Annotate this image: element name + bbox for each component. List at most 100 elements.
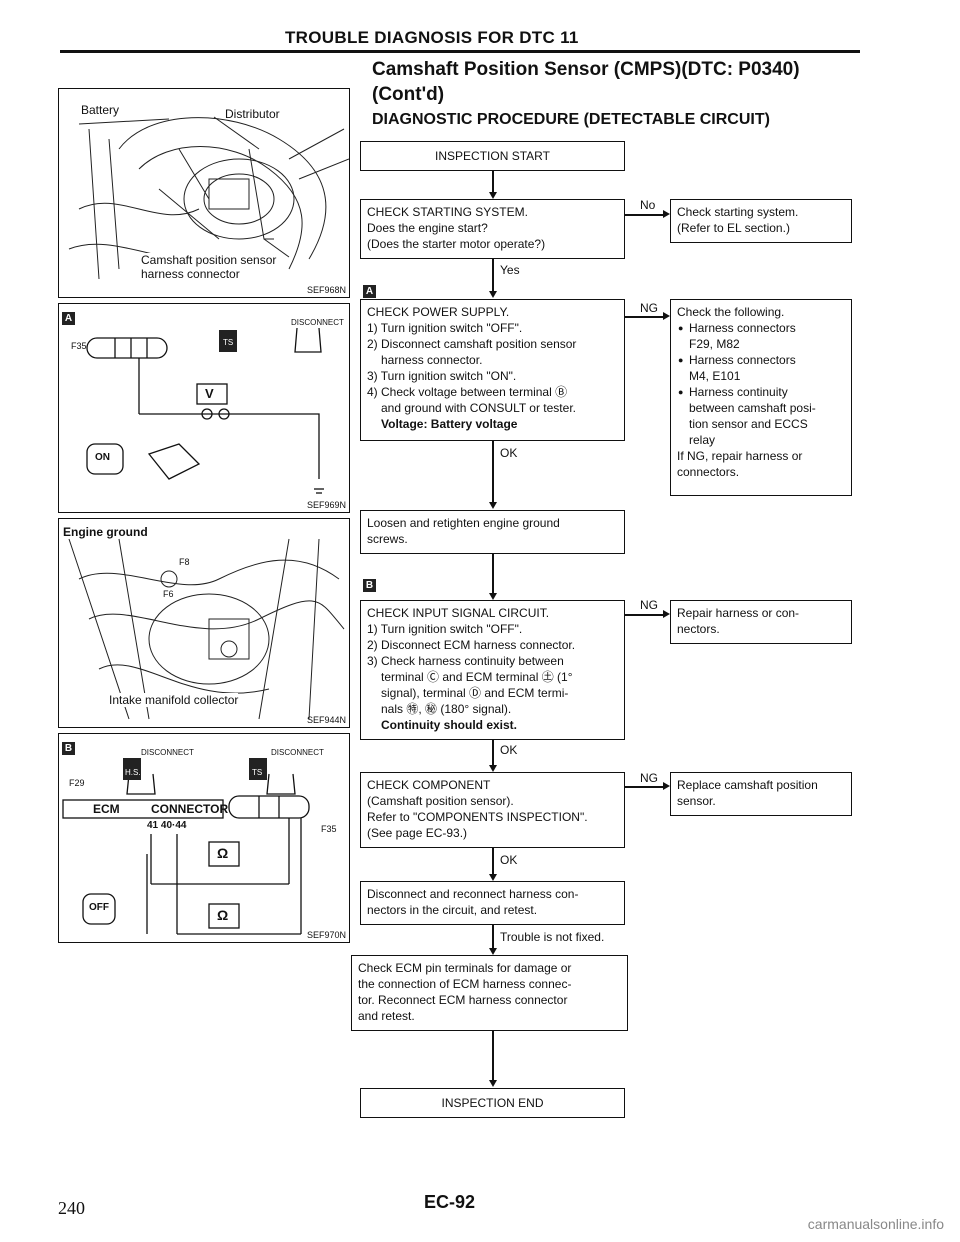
figure-code: SEF969N: [306, 500, 346, 510]
ng1-item-text: Harness connectors: [689, 353, 796, 367]
ng2-line: Repair harness or con-: [677, 606, 800, 620]
step4-title: CHECK INPUT SIGNAL CIRCUIT.: [367, 606, 550, 620]
ok-label: OK: [500, 853, 518, 867]
badge-b: B: [62, 742, 75, 755]
section-title: Camshaft Position Sensor (CMPS)(DTC: P03…: [372, 57, 800, 107]
flow-line: [492, 554, 494, 594]
ng-box-replace-sensor: Replace camshaft position sensor.: [670, 772, 852, 816]
step-check-input-signal: CHECK INPUT SIGNAL CIRCUIT. 1) Turn igni…: [360, 600, 625, 740]
step2-title: CHECK POWER SUPPLY.: [367, 305, 510, 319]
ignition-off-label: OFF: [89, 902, 109, 913]
flow-line: [625, 786, 663, 788]
step2-spec: Voltage: Battery voltage: [381, 417, 518, 431]
step-reconnect-retest: Disconnect and reconnect harness con- ne…: [360, 881, 625, 925]
f35-label: F35: [321, 824, 337, 834]
ignition-on-label: ON: [95, 452, 110, 463]
step5-line: (Camshaft position sensor).: [367, 794, 514, 808]
step5-line: Refer to "COMPONENTS INSPECTION".: [367, 810, 588, 824]
step7-line: the connection of ECM harness connec-: [358, 977, 572, 991]
flow-arrow: [663, 782, 670, 790]
step6-line: Disconnect and reconnect harness con-: [367, 887, 579, 901]
f6-label: F6: [163, 589, 174, 599]
engine-drawing-icon: [68, 116, 349, 280]
f29-label: F29: [69, 778, 85, 788]
no-box-line: (Refer to EL section.): [677, 221, 790, 235]
flow-arrow: [489, 1080, 497, 1087]
ng-label: NG: [640, 598, 658, 612]
step-check-component: CHECK COMPONENT (Camshaft position senso…: [360, 772, 625, 848]
figure-code: SEF970N: [306, 930, 346, 940]
flow-badge-a: A: [363, 285, 376, 298]
section-title-line1: Camshaft Position Sensor (CMPS)(DTC: P03…: [372, 59, 800, 80]
engine-ground-drawing-icon: [68, 538, 345, 720]
step-check-ecm-pins: Check ECM pin terminals for damage or th…: [351, 955, 628, 1031]
ng3-line: Replace camshaft position: [677, 778, 818, 792]
ng1-item-text: between camshaft posi-: [689, 401, 816, 415]
step2-line: harness connector.: [381, 353, 483, 367]
watermark: carmanualsonline.info: [807, 1216, 944, 1232]
flow-arrow: [489, 874, 497, 881]
ohmmeter-label-2: Ω: [217, 907, 229, 923]
illustration-voltage-check: A DISCONNECT F35 V TS ON SEF969N: [58, 303, 350, 513]
step4-line: 3) Check harness continuity between: [367, 654, 564, 668]
step4-line: terminal Ⓒ and ECM terminal ㊏ (1°: [381, 670, 573, 684]
disconnect-label-2: DISCONNECT: [271, 748, 324, 757]
hs-label: H.S.: [125, 768, 141, 777]
flow-arrow: [489, 502, 497, 509]
connector-diagram-icon: [86, 327, 324, 494]
ng1-item-text: relay: [689, 433, 716, 447]
flow-line: [492, 259, 494, 292]
ng1-item: Harness continuity between camshaft posi-…: [678, 384, 845, 448]
ts-label: TS: [252, 768, 263, 777]
step5-title: CHECK COMPONENT: [367, 778, 491, 792]
ng1-item-text: tion sensor and ECCS: [689, 417, 808, 431]
step3-line: Loosen and retighten engine ground: [367, 516, 560, 530]
ng1-footer: connectors.: [677, 465, 740, 479]
flow-arrow: [489, 192, 497, 199]
ng1-item-codes: F29, M82: [689, 337, 740, 351]
step-check-starting-system: CHECK STARTING SYSTEM. Does the engine s…: [360, 199, 625, 259]
step4-line: signal), terminal Ⓓ and ECM termi-: [381, 686, 569, 700]
badge-a: A: [62, 312, 75, 325]
page-header: TROUBLE DIAGNOSIS FOR DTC 11: [285, 28, 579, 47]
flow-line: [492, 441, 494, 503]
step3-line: screws.: [367, 532, 408, 546]
connector-label: CONNECTOR: [151, 802, 229, 816]
ng1-title: Check the following.: [677, 305, 785, 319]
sensor-label-1: Camshaft position sensor: [141, 253, 277, 267]
flow-arrow: [489, 593, 497, 600]
illustration-distributor: Battery Distributor Camshaft position se…: [58, 88, 350, 298]
flow-line: [492, 171, 494, 193]
step7-line: and retest.: [358, 1009, 415, 1023]
flow-arrow: [663, 210, 670, 218]
ng1-item-codes: M4, E101: [689, 369, 741, 383]
ok-label: OK: [500, 446, 518, 460]
ng1-item-text: Harness continuity: [689, 385, 788, 399]
step4-line: nals ㊕, ㊙ (180° signal).: [381, 702, 512, 716]
step4-line: 2) Disconnect ECM harness connector.: [367, 638, 576, 652]
no-box-check-starting: Check starting system. (Refer to EL sect…: [670, 199, 852, 243]
distributor-label: Distributor: [225, 107, 280, 121]
inspection-start-box: INSPECTION START: [360, 141, 625, 171]
flow-arrow: [489, 765, 497, 772]
disconnect-label-1: DISCONNECT: [141, 748, 194, 757]
step-check-power-supply: CHECK POWER SUPPLY. 1) Turn ignition swi…: [360, 299, 625, 441]
yes-label: Yes: [500, 263, 520, 277]
ecm-pins-label: 41 40·44: [147, 820, 187, 831]
battery-label: Battery: [81, 103, 120, 117]
page-code: EC-92: [424, 1192, 476, 1212]
connector-label: F35: [71, 341, 87, 351]
ecm-label: ECM: [93, 802, 120, 816]
figure-code: SEF944N: [306, 715, 346, 725]
ng1-footer: If NG, repair harness or: [677, 449, 803, 463]
flow-line: [492, 925, 494, 949]
flow-arrow: [663, 312, 670, 320]
step2-line: 3) Turn ignition switch "ON".: [367, 369, 517, 383]
flow-line: [492, 740, 494, 766]
ts-label: TS: [223, 338, 234, 347]
step4-line: 1) Turn ignition switch "OFF".: [367, 622, 523, 636]
flow-arrow: [489, 291, 497, 298]
step1-line: Does the engine start?: [367, 221, 488, 235]
